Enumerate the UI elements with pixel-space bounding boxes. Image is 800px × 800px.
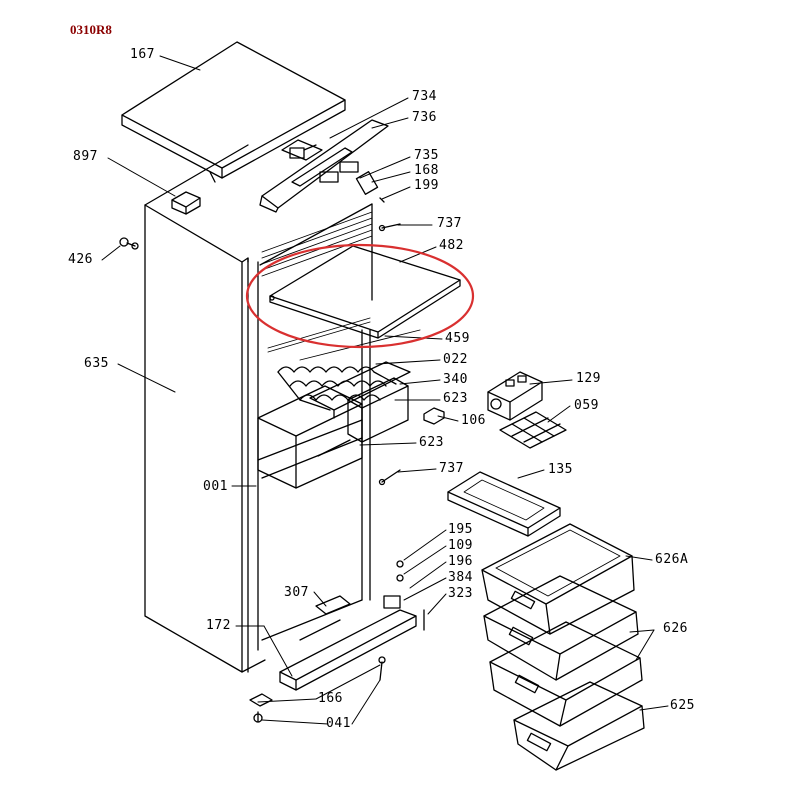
small-pin bbox=[379, 197, 385, 203]
leveling-foot bbox=[249, 656, 386, 723]
freezer-drawer-bottom bbox=[513, 681, 645, 771]
label-459: 459 bbox=[445, 331, 470, 346]
small-screws bbox=[396, 560, 404, 582]
leader-lines bbox=[101, 55, 669, 725]
label-167: 167 bbox=[130, 47, 155, 62]
label-109: 109 bbox=[448, 538, 473, 553]
label-897: 897 bbox=[73, 149, 98, 164]
lamp-holder bbox=[423, 407, 445, 425]
label-022: 022 bbox=[443, 352, 468, 367]
label-307: 307 bbox=[284, 585, 309, 600]
label-166: 166 bbox=[318, 691, 343, 706]
label-172: 172 bbox=[206, 618, 231, 633]
label-626: 626 bbox=[663, 621, 688, 636]
hinge-pin-upper bbox=[378, 223, 401, 232]
label-734: 734 bbox=[412, 89, 437, 104]
label-623-lower: 623 bbox=[419, 435, 444, 450]
label-001: 001 bbox=[203, 479, 228, 494]
control-panel bbox=[259, 119, 389, 213]
bottle-rack bbox=[277, 366, 397, 411]
plinth bbox=[279, 595, 425, 691]
bottom-bracket bbox=[299, 595, 351, 641]
highlight-ellipse bbox=[245, 243, 475, 349]
label-625: 625 bbox=[670, 698, 695, 713]
wire-shelf bbox=[267, 317, 421, 361]
label-635: 635 bbox=[84, 356, 109, 371]
label-059: 059 bbox=[574, 398, 599, 413]
glass-shelf bbox=[269, 245, 461, 339]
freezer-drawer-top bbox=[481, 523, 635, 635]
diagram-code: 0310R8 bbox=[70, 22, 112, 37]
label-323: 323 bbox=[448, 586, 473, 601]
label-626A: 626A bbox=[655, 552, 689, 567]
label-196: 196 bbox=[448, 554, 473, 569]
drip-tray bbox=[447, 471, 561, 537]
label-199: 199 bbox=[414, 178, 439, 193]
label-129: 129 bbox=[576, 371, 601, 386]
hinge-pin-lower bbox=[378, 469, 401, 486]
label-106: 106 bbox=[461, 413, 486, 428]
label-168: 168 bbox=[414, 163, 439, 178]
label-041: 041 bbox=[326, 716, 351, 731]
freezer-drawer-third bbox=[489, 621, 643, 727]
ice-maker bbox=[487, 371, 543, 421]
label-135: 135 bbox=[548, 462, 573, 477]
label-623-upper: 623 bbox=[443, 391, 468, 406]
label-737-upper: 737 bbox=[437, 216, 462, 231]
label-736: 736 bbox=[412, 110, 437, 125]
label-340: 340 bbox=[443, 372, 468, 387]
label-737-lower: 737 bbox=[439, 461, 464, 476]
label-426: 426 bbox=[68, 252, 93, 267]
label-384: 384 bbox=[448, 570, 473, 585]
label-195: 195 bbox=[448, 522, 473, 537]
crisper-drawer-large bbox=[257, 385, 363, 489]
connector-block bbox=[171, 191, 201, 215]
cabinet bbox=[144, 144, 373, 673]
ice-tray bbox=[499, 411, 567, 449]
label-735: 735 bbox=[414, 148, 439, 163]
freezer-grille bbox=[261, 211, 373, 277]
label-482: 482 bbox=[439, 238, 464, 253]
top-cover bbox=[121, 41, 346, 183]
bolt bbox=[119, 237, 139, 250]
top-hinge bbox=[281, 139, 323, 161]
crisper-cover bbox=[309, 361, 411, 419]
